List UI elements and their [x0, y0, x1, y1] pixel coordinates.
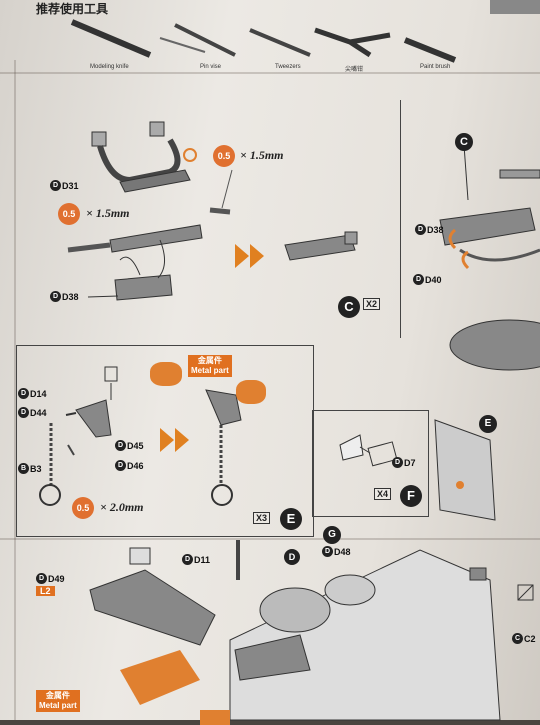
drill-size-circle: 0.5	[58, 203, 80, 225]
part-code-marker: D	[415, 224, 426, 235]
bottom-circle-e: E	[479, 415, 497, 433]
step-letter-d: D	[284, 549, 300, 565]
part-code-label: D44	[30, 407, 47, 418]
part-code-label: D7	[404, 457, 416, 468]
hull-assembly-drawing	[89, 540, 534, 725]
drill-size-circle: 0.5	[213, 145, 235, 167]
metal-part-label-en: Metal part	[191, 366, 229, 375]
part-code-marker: D	[18, 388, 29, 399]
metal-part-orange	[236, 380, 266, 404]
part-code-marker: D	[115, 460, 126, 471]
metal-part-orange	[150, 362, 182, 386]
tools-title: 推荐使用工具	[36, 2, 109, 16]
part-code-marker: D	[50, 291, 61, 302]
part-code-label: D45	[127, 440, 144, 451]
tool-label-pliers: 尖嘴钳	[345, 67, 364, 73]
part-code-label: D48	[334, 546, 351, 557]
step-letter-c: C	[338, 296, 360, 318]
part-code-label: C2	[524, 633, 536, 644]
part-code-label: D11	[194, 554, 211, 565]
badge-l2: L2	[36, 586, 55, 596]
step-f-panel	[312, 410, 429, 517]
tool-label-knife: Modeling knife	[90, 64, 129, 70]
part-code-label: D38	[62, 291, 79, 302]
step-d-drawing	[439, 144, 540, 371]
drill-size-text: × 2.0mm	[100, 500, 144, 514]
part-code-label: D46	[127, 460, 144, 471]
multiplier-badge: X2	[363, 298, 381, 310]
metal-part-label-cn: 金属件	[45, 691, 70, 700]
part-code-marker: D	[50, 180, 61, 191]
tool-label-pin-vise: Pin vise	[200, 64, 222, 70]
step-e-panel	[16, 345, 314, 537]
step-f-drawing	[339, 434, 398, 467]
step-c-drawing	[67, 121, 358, 301]
step-letter-e: E	[280, 508, 302, 530]
fold-line-vertical-left	[14, 60, 16, 720]
part-code-marker: D	[36, 573, 47, 584]
metal-part-label-en: Metal part	[39, 701, 77, 710]
step-letter-c-right: C	[455, 133, 473, 151]
part-code-marker: D	[392, 457, 403, 468]
fold-line-horizontal-top	[0, 72, 540, 74]
part-code-marker: D	[115, 440, 126, 451]
hull-plate-drawing	[434, 419, 496, 521]
step-arrow	[160, 428, 174, 452]
part-code-label: B3	[30, 463, 42, 474]
part-code-marker: D	[182, 554, 193, 565]
part-code-marker: D	[18, 407, 29, 418]
step-c-panel	[18, 100, 401, 338]
tool-label-brush: Paint brush	[420, 64, 451, 70]
fold-line-horizontal-bottom	[0, 538, 540, 540]
tools-illustration	[70, 0, 540, 63]
multiplier-badge: X3	[253, 512, 271, 524]
step-arrow	[250, 244, 264, 268]
step-arrow	[235, 244, 249, 268]
step-letter-f: F	[400, 485, 422, 507]
metal-part-label-cn: 金属件	[197, 356, 222, 365]
part-code-label: D38	[427, 224, 444, 235]
metal-part-label: 金属件 Metal part	[188, 355, 232, 377]
step-letter-g: G	[323, 526, 341, 544]
metal-part-label: 金属件 Metal part	[36, 690, 80, 712]
drill-size-circle: 0.5	[72, 497, 94, 519]
part-code-label: D49	[48, 573, 65, 584]
part-code-label: D14	[30, 388, 47, 399]
part-code-marker: C	[512, 633, 523, 644]
step-e-drawing	[39, 366, 242, 506]
drill-size-text: × 1.5mm	[86, 206, 130, 220]
tool-label-tweezers: Tweezers	[275, 64, 301, 70]
drill-size-text: × 1.5mm	[240, 148, 284, 162]
part-code-marker: D	[322, 546, 333, 557]
part-code-marker: D	[413, 274, 424, 285]
part-code-label: D40	[425, 274, 442, 285]
part-code-label: D31	[62, 180, 79, 191]
step-arrow	[175, 428, 189, 452]
part-code-marker: B	[18, 463, 29, 474]
multiplier-badge: X4	[374, 488, 392, 500]
